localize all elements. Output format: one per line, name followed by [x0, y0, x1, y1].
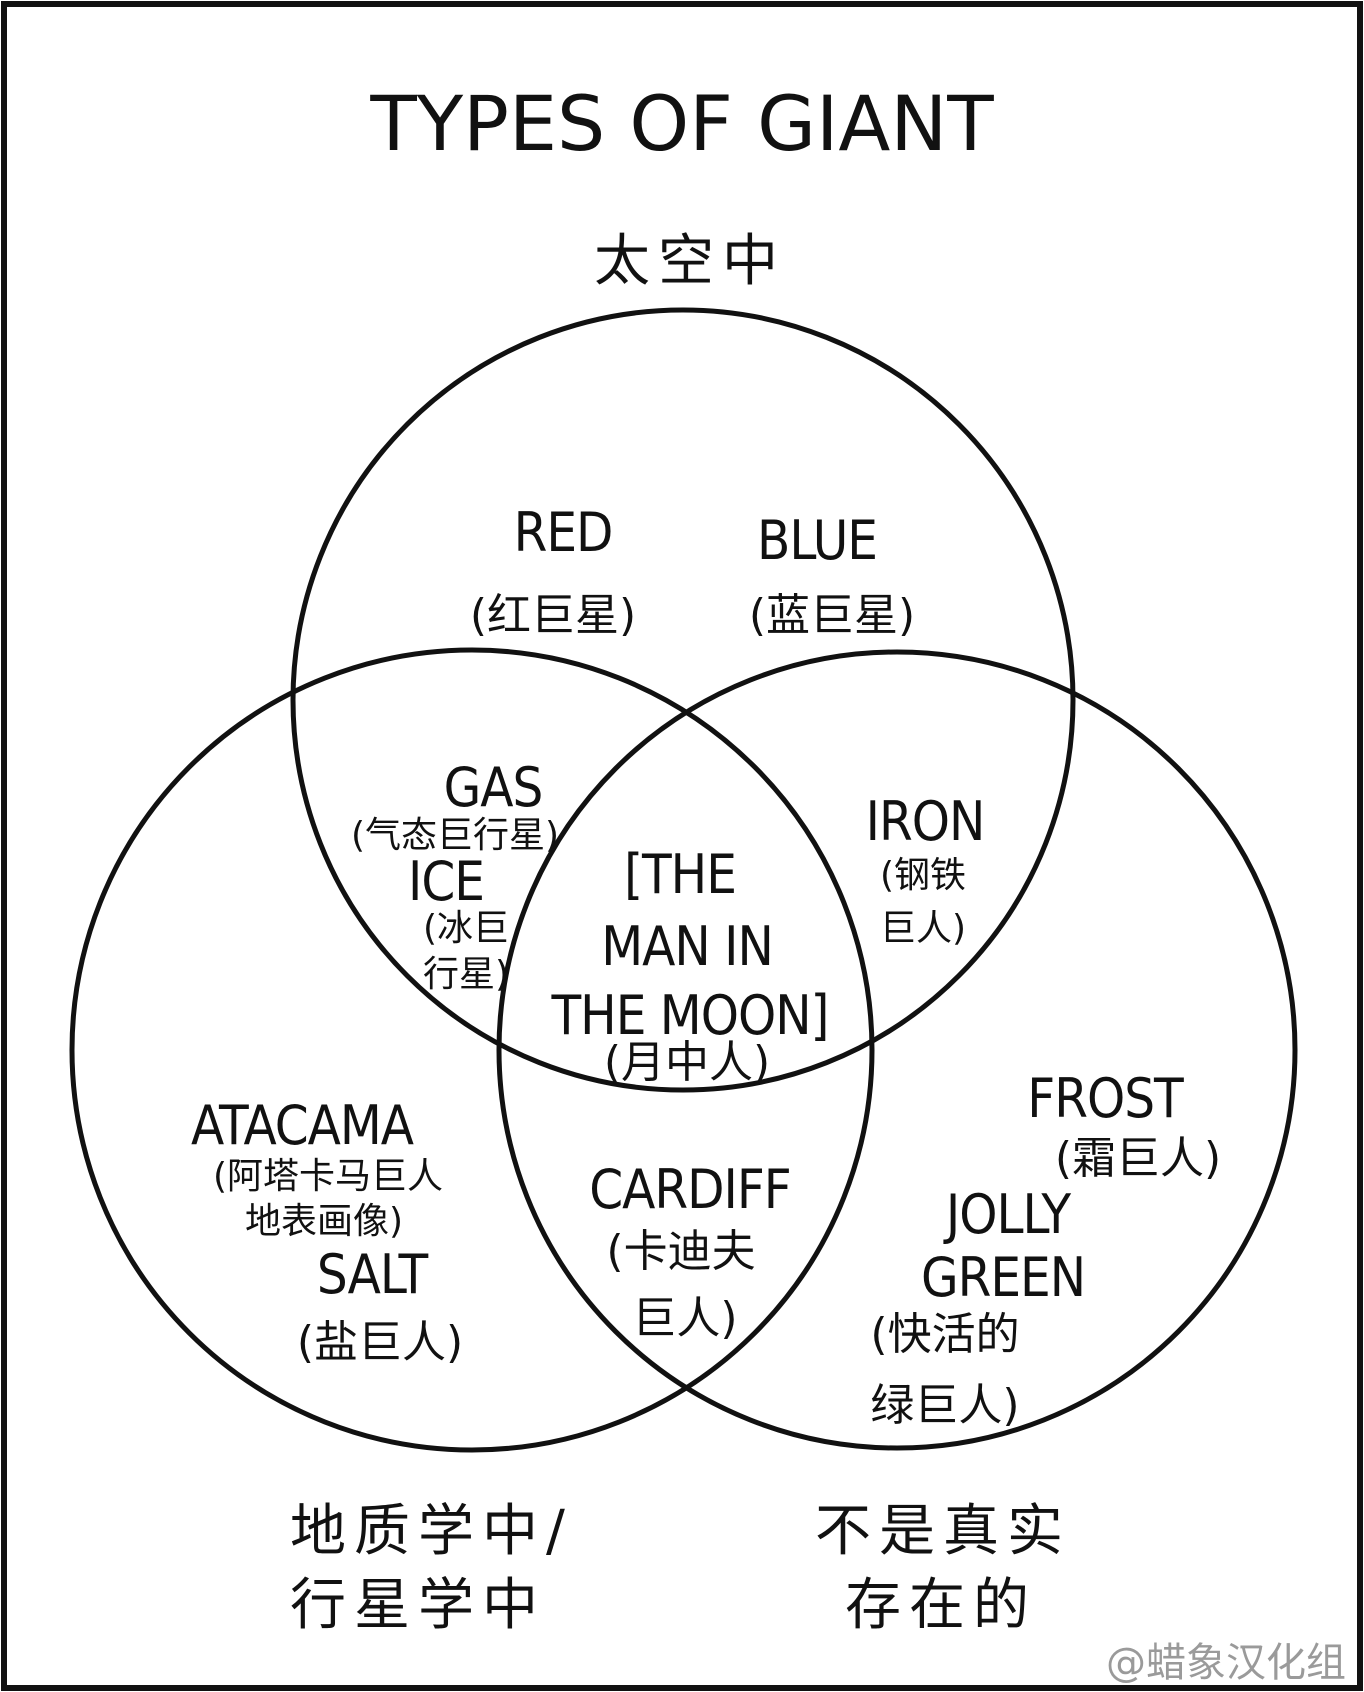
circle-space	[290, 307, 1076, 1093]
item-frost-en: FROST	[1027, 1067, 1184, 1130]
translator-credit: @蜡象汉化组	[1106, 1640, 1346, 1686]
item-salt-zh: (盐巨人)	[297, 1317, 463, 1368]
circle-geology-planetology	[69, 647, 875, 1453]
item-iron-zh-line2: 巨人)	[880, 908, 966, 949]
item-ice-zh-line1: (冰巨	[423, 908, 509, 949]
item-ice-en: ICE	[408, 850, 484, 913]
item-iron-zh-line1: (钢铁	[880, 855, 966, 896]
item-atacama-en: ATACAMA	[191, 1094, 414, 1157]
set-label-not-real-line2: 存在的	[845, 1573, 1037, 1638]
item-frost-zh: (霜巨人)	[1055, 1133, 1221, 1184]
item-red-zh: (红巨星)	[470, 590, 636, 641]
item-ice-zh-line2: 行星)	[423, 954, 509, 995]
item-blue-en: BLUE	[757, 509, 877, 572]
item-moon-zh: (月中人)	[604, 1037, 770, 1088]
item-cardiff-zh-line2: 巨人)	[632, 1293, 737, 1344]
item-gas-en: GAS	[444, 756, 543, 819]
item-salt-en: SALT	[317, 1243, 429, 1306]
item-atacama-zh-line1: (阿塔卡马巨人	[213, 1156, 443, 1197]
circle-not-real	[496, 649, 1298, 1451]
set-label-not-real-line1: 不是真实	[815, 1499, 1071, 1564]
item-jolly-en-line2: GREEN	[921, 1246, 1085, 1309]
set-label-space: 太空中	[594, 229, 786, 294]
item-gas-zh: (气态巨行星)	[351, 815, 559, 856]
comic-title: TYPES OF GIANT	[369, 79, 994, 168]
item-cardiff-zh-line1: (卡迪夫	[606, 1226, 755, 1277]
set-label-geology-line2: 行星学中	[290, 1573, 546, 1638]
item-moon-en-line2: MAN IN	[601, 915, 773, 978]
item-jolly-zh-line1: (快活的	[870, 1309, 1019, 1360]
item-jolly-zh-line2: 绿巨人)	[870, 1380, 1019, 1431]
set-label-geology-line1: 地质学中/	[290, 1499, 573, 1564]
item-iron-en: IRON	[866, 790, 985, 853]
item-moon-en-line1: [THE	[624, 843, 736, 906]
item-blue-zh: (蓝巨星)	[749, 590, 915, 641]
item-moon-en-line3: THE MOON]	[550, 984, 828, 1047]
item-cardiff-en: CARDIFF	[589, 1158, 791, 1221]
item-red-en: RED	[514, 501, 613, 564]
item-jolly-en-line1: JOLLY	[943, 1183, 1071, 1246]
item-atacama-zh-line2: 地表画像)	[245, 1201, 403, 1242]
